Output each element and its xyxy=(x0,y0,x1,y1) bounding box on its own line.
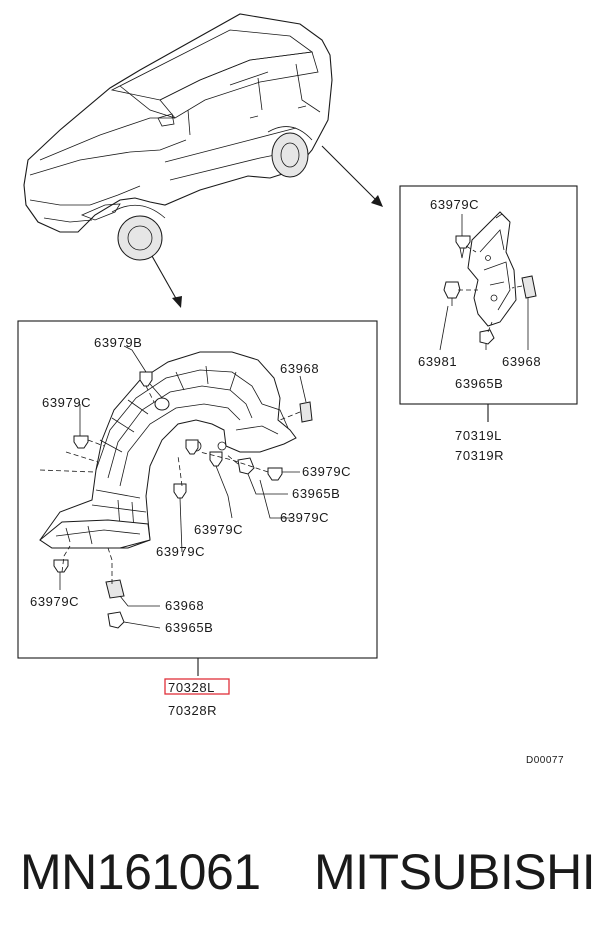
main-detail-box: 63979B 63968 63979C 63979C 63965B 63979C… xyxy=(17,320,378,659)
footer: MN161061 MITSUBISHI xyxy=(0,832,600,912)
parts-diagram: 63979C 63981 63968 63965B 70319L 70319R xyxy=(17,13,578,766)
main-label-63979c-center-right: 63979C xyxy=(280,510,329,525)
main-label-63979c-bottom: 63979C xyxy=(30,594,79,609)
callout-70328r: 70328R xyxy=(168,703,217,718)
main-label-63979c-left: 63979C xyxy=(42,395,91,410)
callout-70319r: 70319R xyxy=(455,448,504,463)
diagram-code: D00077 xyxy=(526,755,564,766)
main-label-63979b: 63979B xyxy=(94,335,142,350)
side-detail-box: 63979C 63981 63968 63965B xyxy=(399,185,578,405)
callout-70328l-highlight[interactable] xyxy=(164,678,230,695)
side-label-63979c: 63979C xyxy=(430,197,479,212)
main-label-63979c-center: 63979C xyxy=(194,522,243,537)
part-number: MN161061 xyxy=(20,844,261,900)
main-label-63979c-right: 63979C xyxy=(302,464,351,479)
brand-name: MITSUBISHI xyxy=(314,844,596,900)
pointer-arrows xyxy=(151,145,383,308)
side-label-63965b: 63965B xyxy=(455,376,503,391)
side-label-63968: 63968 xyxy=(502,354,541,369)
callout-70319l: 70319L xyxy=(455,428,502,443)
main-label-63965b-bottom: 63965B xyxy=(165,620,213,635)
vehicle-illustration xyxy=(23,13,333,261)
main-label-63965b-right: 63965B xyxy=(292,486,340,501)
main-label-63979c-lower-center: 63979C xyxy=(156,544,205,559)
main-label-63968-top: 63968 xyxy=(280,361,319,376)
main-label-63968-bottom: 63968 xyxy=(165,598,204,613)
side-label-63981: 63981 xyxy=(418,354,457,369)
callout-70328l[interactable]: 70328L xyxy=(168,680,215,695)
